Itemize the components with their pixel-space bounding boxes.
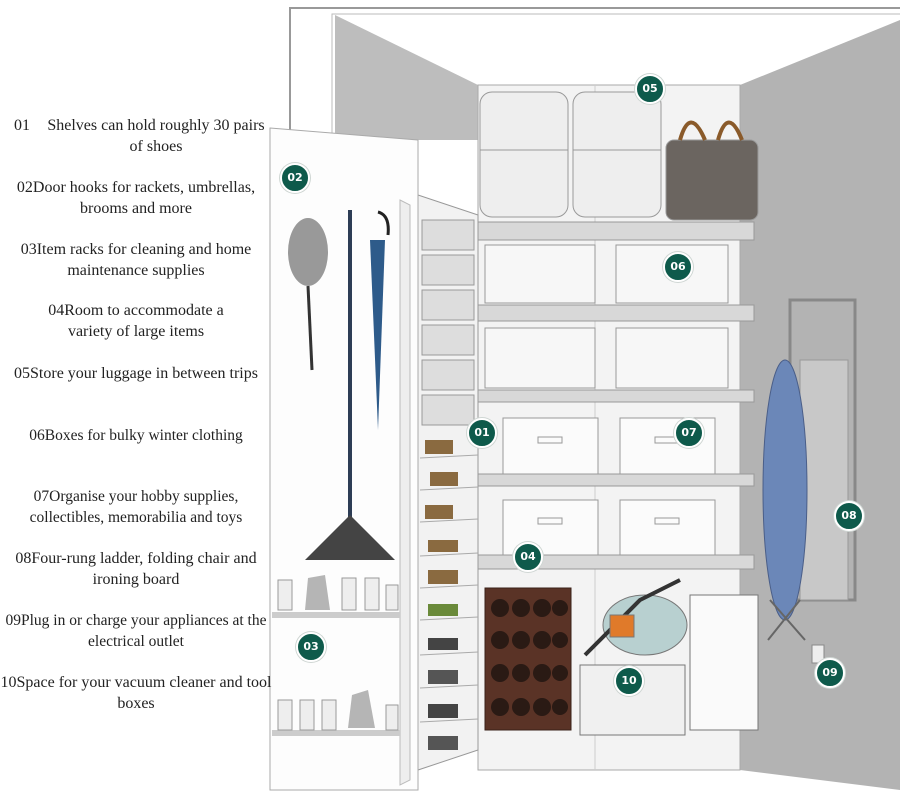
marker-10: 10: [614, 666, 644, 696]
ironing-board-and-ladder: [762, 298, 857, 664]
legend-item-06: 06Boxes for bulky winter clothing: [0, 425, 272, 446]
legend-text: Four-rung ladder, folding chair and iron…: [31, 550, 257, 588]
marker-06: 06: [663, 252, 693, 282]
clear-boxes: [484, 244, 729, 389]
legend-text: Organise your hobby supplies, collectibl…: [29, 488, 243, 526]
legend-number: 09: [5, 612, 22, 629]
legend-item-10: 10Space for your vacuum cleaner and tool…: [0, 672, 272, 714]
marker-08: 08: [834, 501, 864, 531]
legend-item-08: 08Four-rung ladder, folding chair and ir…: [0, 548, 272, 590]
closet-door: [269, 127, 419, 791]
legend-number: 07: [33, 488, 50, 505]
legend-text: Space for your vacuum cleaner and tool b…: [16, 674, 272, 712]
legend-item-04: 04Room to accommodate a variety of large…: [0, 300, 272, 342]
shoe-rack: [417, 194, 479, 771]
legend-number: 08: [15, 550, 32, 567]
legend-number: 10: [0, 674, 17, 691]
marker-05: 05: [635, 74, 665, 104]
legend-item-02: 02Door hooks for rackets, umbrellas, bro…: [0, 177, 272, 219]
legend-item-03: 03Item racks for cleaning and home maint…: [0, 239, 272, 281]
wine-rack: [484, 587, 572, 731]
legend-text: Door hooks for rackets, umbrellas, broom…: [32, 179, 256, 217]
legend-item-01: 01 Shelves can hold roughly 30 pairs of …: [0, 115, 272, 157]
legend-text: Plug in or charge your appliances at the…: [21, 612, 267, 650]
legend-number: 04: [48, 302, 65, 319]
marker-02: 02: [280, 163, 310, 193]
legend-number: 06: [29, 427, 45, 444]
marker-04: 04: [513, 542, 543, 572]
marker-03: 03: [296, 632, 326, 662]
legend-text: Room to accommodate a variety of large i…: [64, 302, 224, 340]
marker-09: 09: [815, 658, 845, 688]
marker-07: 07: [674, 418, 704, 448]
legend-item-05: 05Store your luggage in between trips: [0, 363, 272, 384]
left-wall: [335, 15, 478, 140]
legend-text: Store your luggage in between trips: [30, 365, 258, 382]
legend-text: Item racks for cleaning and home mainten…: [36, 241, 252, 279]
legend-number: 01: [14, 117, 30, 134]
legend-number: 03: [20, 241, 37, 258]
legend-item-07: 07Organise your hobby supplies, collecti…: [0, 486, 272, 528]
legend-item-09: 09Plug in or charge your appliances at t…: [0, 610, 272, 652]
legend-text: Boxes for bulky winter clothing: [44, 427, 243, 444]
marker-01: 01: [467, 418, 497, 448]
legend-number: 02: [16, 179, 33, 196]
luggage: [479, 91, 759, 221]
legend-number: 05: [14, 365, 31, 382]
shelves: [477, 221, 755, 570]
storage-boxes: [502, 417, 716, 556]
legend-text: Shelves can hold roughly 30 pairs of sho…: [47, 117, 265, 155]
